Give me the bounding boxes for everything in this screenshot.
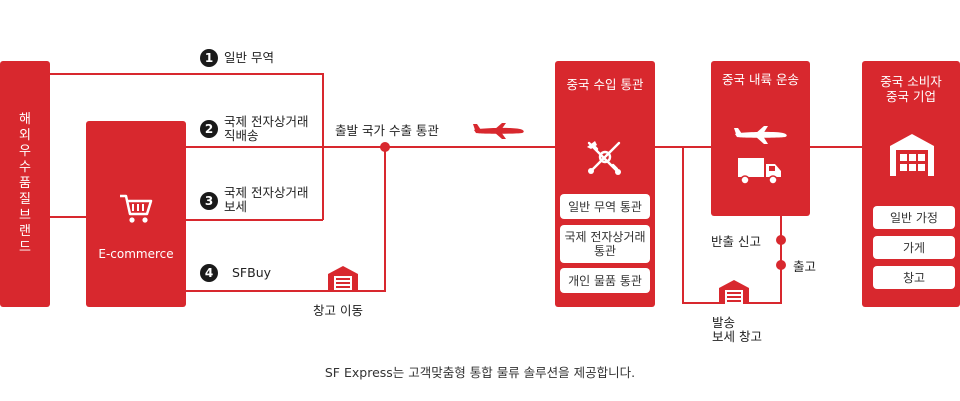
route-3-label-line2: 보세 xyxy=(224,199,248,214)
warehouse-move-label: 창고 이동 xyxy=(313,303,363,318)
import-item-cross-border-ecommerce: 국제 전자상거래 통관 xyxy=(560,225,650,263)
route-3-label-line1: 국제 전자상거래 xyxy=(224,185,309,200)
consumer-box-title: 중국 소비자 중국 기업 xyxy=(862,74,960,104)
route-2-badge: 2 xyxy=(200,120,218,138)
overseas-brand-box: 해외 우수 품질 브랜드 xyxy=(0,61,50,307)
route-2-label-line2: 직배송 xyxy=(224,128,259,143)
route-4-label: SFBuy xyxy=(232,265,272,280)
china-import-clearance-box: 중국 수입 통관 일반 무역 통관 국제 전자상거래 통관 개인 물품 통관 xyxy=(555,61,655,307)
route-2-label: 국제 전자상거래 직배송 xyxy=(224,115,308,143)
route-2-label-line1: 국제 전자상거래 xyxy=(224,114,309,129)
bonded-warehouse-icon xyxy=(718,279,750,309)
consumer-title-line1: 중국 소비자 xyxy=(880,74,942,89)
import-item-personal-goods: 개인 물품 통관 xyxy=(560,268,650,293)
bonded-warehouse-label: 발송 보세 창고 xyxy=(712,316,762,344)
outbound-dot xyxy=(776,260,786,270)
route-3-label: 국제 전자상거래 보세 xyxy=(224,186,308,214)
customs-emblem-icon xyxy=(585,139,625,181)
bonded-label-line1: 발송 xyxy=(712,315,736,330)
release-report-dot xyxy=(776,235,786,245)
china-consumer-box: 중국 소비자 중국 기업 일반 가정 가게 창고 xyxy=(862,61,960,307)
ecommerce-box: E-commerce xyxy=(86,121,186,307)
transport-box-title: 중국 내륙 운송 xyxy=(722,72,799,87)
import-box-title: 중국 수입 통관 xyxy=(566,77,644,92)
bonded-label-line2: 보세 창고 xyxy=(712,329,762,344)
consumer-item-store: 가게 xyxy=(873,236,955,259)
export-junction-dot xyxy=(380,142,390,152)
china-inland-transport-box: 중국 내륙 운송 xyxy=(711,61,810,216)
ecommerce-label: E-commerce xyxy=(98,247,174,261)
consumer-item-household: 일반 가정 xyxy=(873,206,955,229)
import-item-general-trade: 일반 무역 통관 xyxy=(560,194,650,219)
warehouse-boxes-icon xyxy=(888,132,936,182)
release-report-label: 반출 신고 xyxy=(711,234,761,249)
consumer-item-warehouse: 창고 xyxy=(873,266,955,289)
route-4-badge: 4 xyxy=(200,264,218,282)
brand-label: 해외 우수 품질 브랜드 xyxy=(19,112,31,255)
consumer-title-line2: 중국 기업 xyxy=(886,89,936,104)
truck-icon xyxy=(738,157,782,189)
route-1-label: 일반 무역 xyxy=(224,50,274,65)
footer-caption: SF Express는 고객맞춤형 통합 물류 솔루션을 제공합니다. xyxy=(324,365,636,380)
outbound-label: 출고 xyxy=(793,259,817,274)
route-1-badge: 1 xyxy=(200,49,218,67)
shopping-cart-icon xyxy=(119,193,153,229)
route-3-badge: 3 xyxy=(200,192,218,210)
airplane-icon xyxy=(733,125,789,149)
airplane-icon xyxy=(472,122,526,144)
warehouse-icon xyxy=(327,265,359,295)
export-clearance-label: 출발 국가 수출 통관 xyxy=(335,123,439,138)
